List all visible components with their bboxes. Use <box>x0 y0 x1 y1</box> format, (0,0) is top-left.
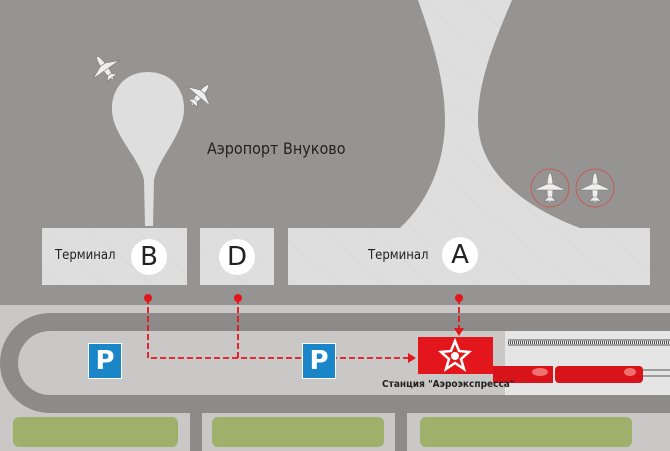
grass-patch <box>420 417 632 447</box>
railway-tracks <box>508 339 670 377</box>
airplane-icon <box>92 56 211 108</box>
aeroexpress-train <box>493 366 643 383</box>
parking-sign[interactable]: P <box>88 343 122 379</box>
terminal-a-label: Терминал <box>368 248 429 263</box>
grass-patch <box>13 417 178 447</box>
terminal-d-badge[interactable]: D <box>219 239 255 275</box>
terminal-b-badge[interactable]: B <box>131 239 167 275</box>
road <box>395 413 407 451</box>
airport-label: Аэропорт Внуково <box>207 139 346 158</box>
road-loop <box>0 313 670 413</box>
terminal-b-label: Терминал <box>55 248 116 263</box>
taxiway-balloon <box>111 72 185 226</box>
terminal-a-badge[interactable]: A <box>442 237 478 273</box>
station-label: Станция "Аэроэкспресса" <box>382 379 515 390</box>
route-marker <box>144 294 464 363</box>
road <box>190 413 202 451</box>
aeroexpress-logo-icon <box>438 337 472 372</box>
grass-patch <box>212 417 384 447</box>
walking-route <box>147 298 460 359</box>
parking-sign[interactable]: P <box>302 343 336 379</box>
airplane-icon <box>530 168 615 208</box>
platform <box>505 331 670 395</box>
taxiway-curve <box>400 0 580 228</box>
